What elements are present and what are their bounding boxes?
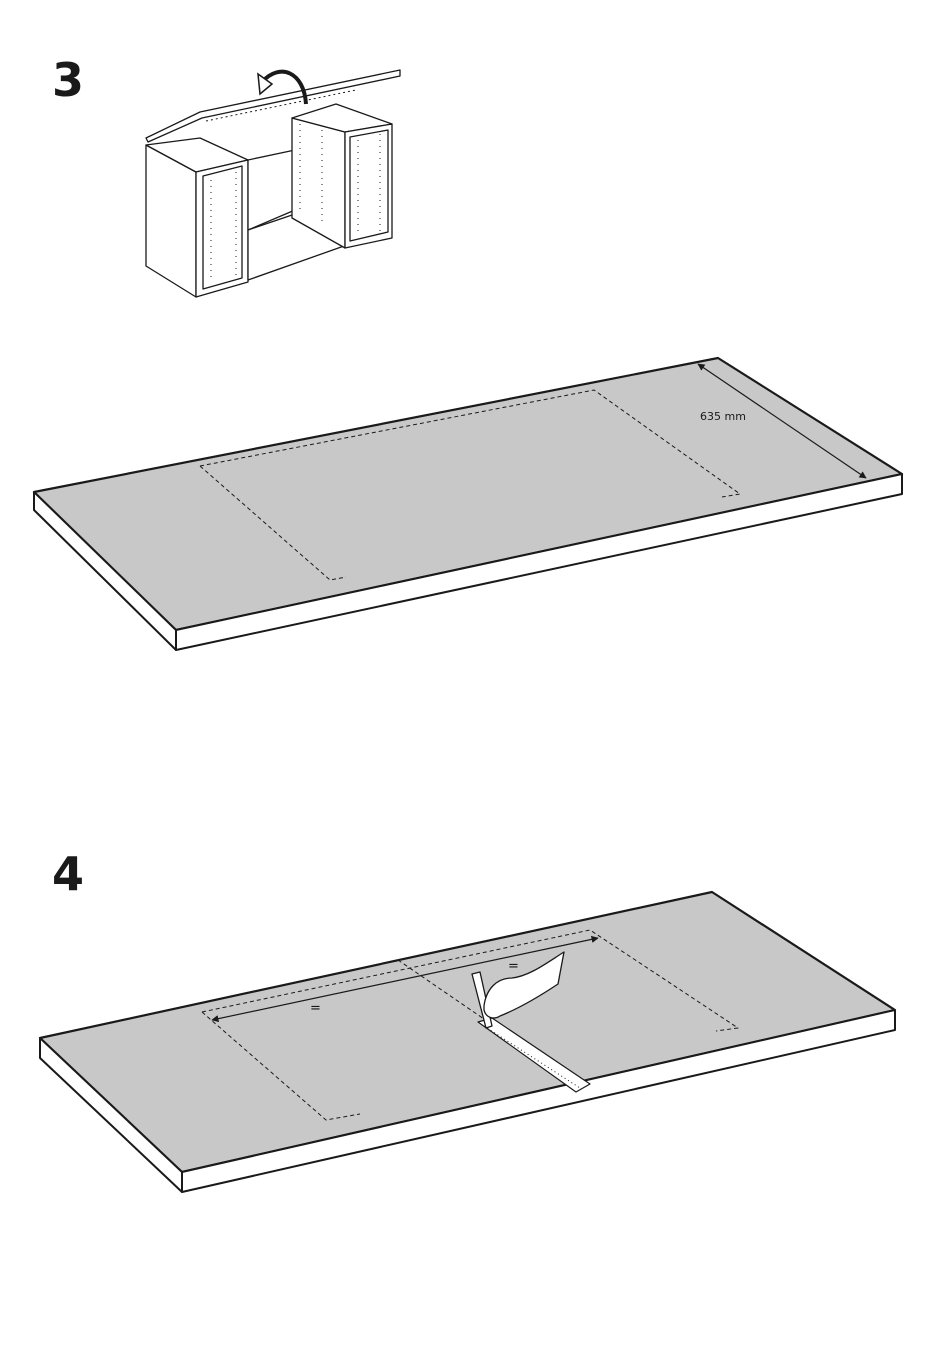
worktop-step-4: [40, 892, 895, 1192]
step-3-number: 3: [52, 53, 84, 107]
cabinet-illustration: [146, 70, 400, 297]
worktop-surface: [34, 358, 902, 630]
step-4-number: 4: [52, 847, 84, 901]
worktop-surface: [40, 892, 895, 1172]
dimension-label-635: 635 mm: [700, 410, 746, 423]
equal-mark-right: =: [508, 959, 519, 974]
worktop-step-3: [34, 358, 902, 650]
equal-mark-left: =: [310, 1001, 321, 1016]
